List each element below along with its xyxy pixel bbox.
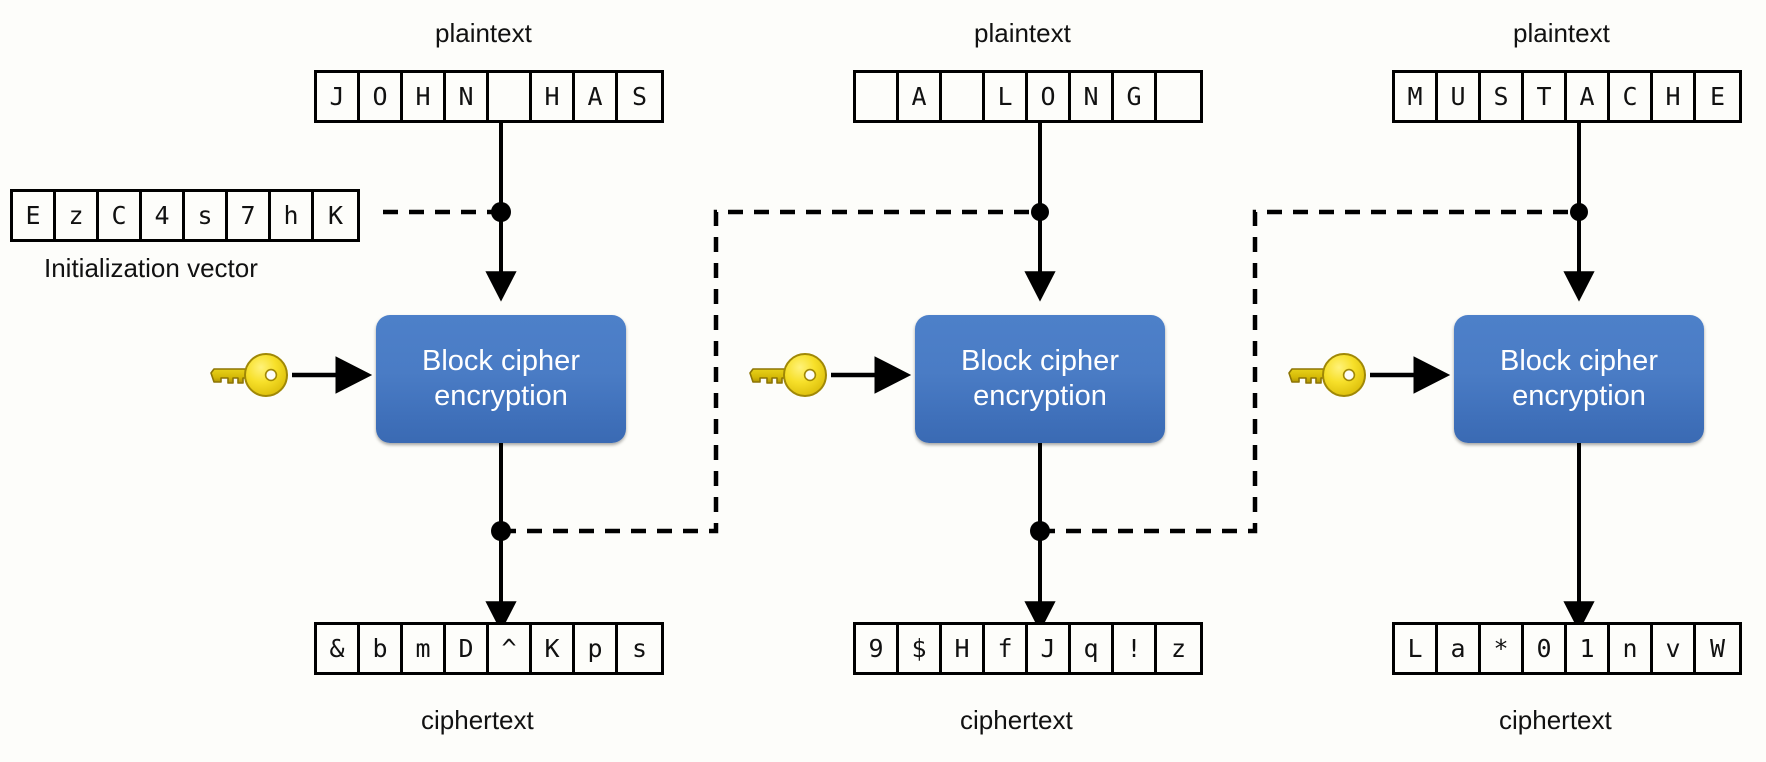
plaintext-cell: G	[1114, 73, 1157, 120]
plaintext-row-1: J O H N H A S	[314, 70, 664, 123]
plaintext-cell	[1157, 73, 1200, 120]
block-cipher-encryption-box-1: Block cipher encryption	[376, 315, 626, 443]
cipher-box-label-line2: encryption	[434, 380, 568, 412]
cipher-box-label-line1: Block cipher	[961, 344, 1119, 377]
wire-feedback-1-to-2	[501, 209, 1035, 534]
ciphertext-label-2: ciphertext	[960, 705, 1073, 735]
ciphertext-cell: &	[317, 625, 360, 672]
plaintext-cell: L	[985, 73, 1028, 120]
iv-cell: h	[271, 192, 314, 239]
ciphertext-label-3: ciphertext	[1499, 705, 1612, 735]
xor-junction-dot-3	[1570, 203, 1588, 221]
plaintext-cell: M	[1395, 73, 1438, 120]
cipher-box-label-line1: Block cipher	[422, 344, 580, 377]
plaintext-label-2: plaintext	[974, 18, 1071, 48]
plaintext-cell: S	[631, 82, 648, 111]
plaintext-cell: N	[1071, 73, 1114, 120]
wire-feedback-2-to-3	[1040, 209, 1574, 534]
ciphertext-cell: b	[360, 625, 403, 672]
plaintext-cell: O	[1028, 73, 1071, 120]
cipher-box-label-line2: encryption	[973, 380, 1107, 412]
key-icon	[1285, 352, 1369, 398]
cipher-box-label-line1: Block cipher	[1500, 344, 1658, 377]
ciphertext-cell: ^	[489, 625, 532, 672]
ciphertext-row-3: L a * 0 1 n v W	[1392, 622, 1742, 675]
xor-junction-dot-1	[491, 202, 511, 222]
plaintext-label-3: plaintext	[1513, 18, 1610, 48]
plaintext-cell: N	[446, 73, 489, 120]
iv-cell: z	[56, 192, 99, 239]
xor-junction-dot-2	[1031, 203, 1049, 221]
plaintext-cell: J	[317, 73, 360, 120]
plaintext-cell: H	[403, 73, 446, 120]
plaintext-cell: E	[1709, 82, 1726, 111]
plaintext-cell: H	[532, 73, 575, 120]
key-icon	[746, 352, 830, 398]
iv-cell: E	[13, 192, 56, 239]
ciphertext-cell: f	[985, 625, 1028, 672]
ciphertext-cell: $	[899, 625, 942, 672]
initialization-vector-label: Initialization vector	[44, 253, 258, 283]
ciphertext-cell: 1	[1567, 625, 1610, 672]
initialization-vector-row: E z C 4 s 7 h K	[10, 189, 360, 242]
iv-cell: C	[99, 192, 142, 239]
ciphertext-cell: s	[631, 634, 648, 663]
plaintext-cell: U	[1438, 73, 1481, 120]
ciphertext-cell: v	[1653, 625, 1696, 672]
plaintext-cell: O	[360, 73, 403, 120]
iv-cell: K	[327, 201, 344, 230]
cipher-box-label-line2: encryption	[1512, 380, 1646, 412]
ciphertext-cell: 9	[856, 625, 899, 672]
ciphertext-cell: 0	[1524, 625, 1567, 672]
ciphertext-cell: q	[1071, 625, 1114, 672]
ciphertext-cell: L	[1395, 625, 1438, 672]
plaintext-label-1: plaintext	[435, 18, 532, 48]
ciphertext-label-1: ciphertext	[421, 705, 534, 735]
ciphertext-cell: D	[446, 625, 489, 672]
plaintext-row-2: A L O N G	[853, 70, 1203, 123]
plaintext-cell: A	[575, 73, 618, 120]
plaintext-cell: S	[1481, 73, 1524, 120]
ciphertext-cell: K	[532, 625, 575, 672]
ciphertext-cell: m	[403, 625, 446, 672]
plaintext-cell: T	[1524, 73, 1567, 120]
plaintext-row-3: M U S T A C H E	[1392, 70, 1742, 123]
iv-cell: 7	[228, 192, 271, 239]
ciphertext-cell: W	[1709, 634, 1726, 663]
ciphertext-cell: n	[1610, 625, 1653, 672]
plaintext-cell: A	[1567, 73, 1610, 120]
plaintext-cell	[856, 73, 899, 120]
plaintext-cell	[942, 73, 985, 120]
plaintext-cell: A	[899, 73, 942, 120]
plaintext-cell: C	[1610, 73, 1653, 120]
block-cipher-encryption-box-2: Block cipher encryption	[915, 315, 1165, 443]
ciphertext-cell: !	[1114, 625, 1157, 672]
ciphertext-row-2: 9 $ H f J q ! z	[853, 622, 1203, 675]
key-icon	[207, 352, 291, 398]
iv-cell: 4	[142, 192, 185, 239]
ciphertext-cell: p	[575, 625, 618, 672]
block-cipher-encryption-box-3: Block cipher encryption	[1454, 315, 1704, 443]
iv-cell: s	[185, 192, 228, 239]
ciphertext-row-1: & b m D ^ K p s	[314, 622, 664, 675]
ciphertext-cell: H	[942, 625, 985, 672]
plaintext-cell	[489, 73, 532, 120]
ciphertext-cell: z	[1170, 634, 1187, 663]
ciphertext-cell: *	[1481, 625, 1524, 672]
ciphertext-cell: a	[1438, 625, 1481, 672]
ciphertext-cell: J	[1028, 625, 1071, 672]
plaintext-cell: H	[1653, 73, 1696, 120]
